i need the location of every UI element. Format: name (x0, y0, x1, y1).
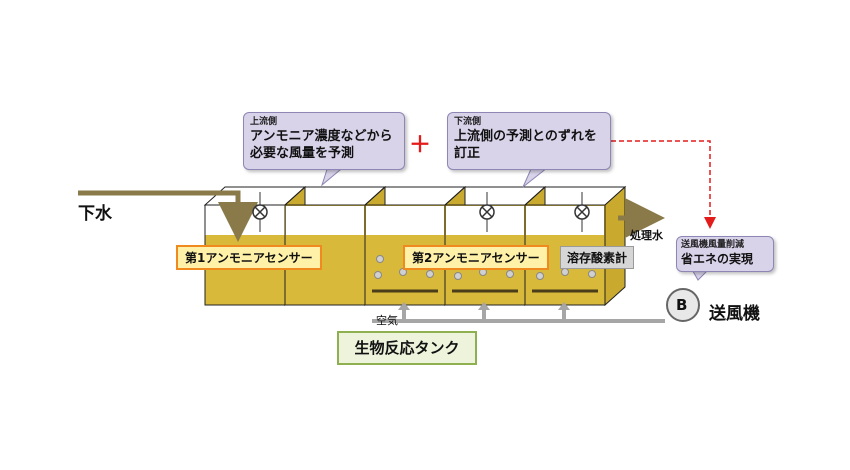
downstream-line-1: 上流側の予測とのずれを (454, 129, 597, 144)
influent-pipe (78, 190, 258, 242)
downstream-callout: 下流側 上流側の予測とのずれを 訂正 (447, 112, 611, 170)
blower-icon (666, 288, 700, 322)
ammonia-sensor-2: 第2アンモニアセンサー (403, 245, 549, 270)
treated-water-label: 処理水 (630, 229, 663, 242)
air-supply-line (372, 302, 665, 323)
valve-icon (479, 192, 495, 232)
blower-label: 送風機 (709, 304, 760, 324)
upstream-line-1: アンモニア濃度などから (250, 129, 393, 144)
blower-letter: B (676, 296, 688, 314)
air-label: 空気 (376, 314, 398, 327)
bioreactor-tank-title: 生物反応タンク (337, 331, 477, 365)
plus-sign: ＋ (409, 133, 432, 158)
ammonia-sensor-1: 第1アンモニアセンサー (176, 245, 322, 270)
upstream-callout: 上流側 アンモニア濃度などから 必要な風量を予測 (243, 112, 405, 170)
energy-callout: 送風機風量削減 省エネの実現 (676, 236, 774, 272)
downstream-header: 下流側 (454, 117, 482, 127)
dissolved-oxygen-meter: 溶存酸素計 (560, 246, 635, 269)
diffuser-tank-5 (532, 268, 598, 293)
downstream-line-2: 訂正 (454, 146, 481, 161)
upstream-header: 上流側 (250, 117, 278, 127)
energy-header: 送風機風量削減 (681, 240, 745, 250)
correction-signal-line (603, 140, 716, 229)
energy-body: 省エネの実現 (681, 252, 754, 266)
valve-icon (574, 192, 590, 232)
upstream-line-2: 必要な風量を予測 (250, 146, 355, 161)
valve-icon (252, 192, 268, 232)
influent-label: 下水 (78, 204, 112, 224)
